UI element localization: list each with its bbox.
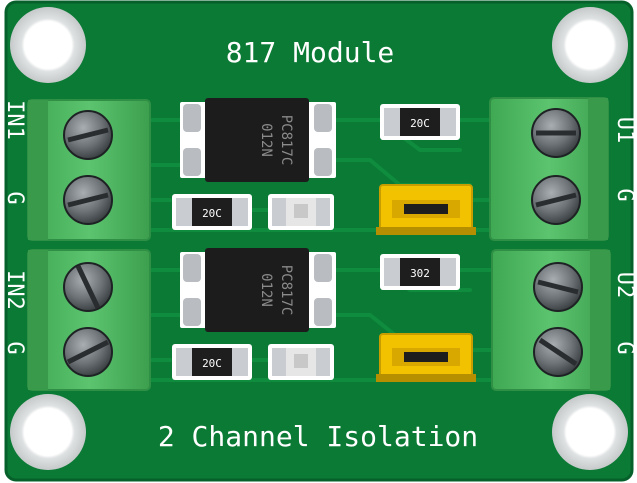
optocoupler-chip-top: PC817C 012N	[180, 98, 336, 182]
led-channel-1	[268, 194, 334, 230]
label-in1: IN1	[2, 100, 27, 140]
resistor-middle-left-code: 20C	[202, 207, 222, 220]
resistor-top-right: 20C	[380, 104, 460, 140]
chip-top-marking-2: 012N	[258, 123, 274, 157]
mounting-hole-bottom-left	[10, 394, 86, 470]
label-u1: U1	[612, 117, 637, 144]
terminal-block-input-1	[27, 99, 151, 241]
jumper-channel-2	[376, 333, 476, 382]
terminal-block-output-2	[491, 249, 611, 391]
label-g-right-bottom: G	[612, 341, 637, 354]
board-subtitle: 2 Channel Isolation	[158, 420, 478, 453]
resistor-middle-left: 20C	[172, 194, 252, 230]
mounting-hole-top-right	[552, 7, 628, 83]
chip-bottom-marking-1: PC817C	[278, 265, 294, 316]
jumper-channel-1	[376, 184, 476, 235]
resistor-bottom-left: 20C	[172, 344, 252, 380]
resistor-top-right-code: 20C	[410, 117, 430, 130]
resistor-bottom-left-code: 20C	[202, 357, 222, 370]
chip-top-marking-1: PC817C	[278, 115, 294, 166]
label-g-right-top: G	[612, 188, 637, 201]
label-u2: U2	[612, 272, 637, 299]
terminal-block-input-2	[27, 249, 151, 391]
label-g-left-top: G	[2, 191, 27, 204]
optocoupler-chip-bottom: PC817C 012N	[180, 248, 336, 332]
mounting-hole-top-left	[10, 7, 86, 83]
resistor-bottom-right-code: 302	[410, 267, 430, 280]
resistor-bottom-right: 302	[380, 254, 460, 290]
terminal-block-output-1	[489, 97, 609, 241]
chip-bottom-marking-2: 012N	[258, 273, 274, 307]
board-title: 817 Module	[226, 36, 395, 69]
label-in2: IN2	[2, 270, 27, 310]
mounting-hole-bottom-right	[552, 394, 628, 470]
led-channel-2	[268, 344, 334, 380]
label-g-left-bottom: G	[2, 341, 27, 354]
